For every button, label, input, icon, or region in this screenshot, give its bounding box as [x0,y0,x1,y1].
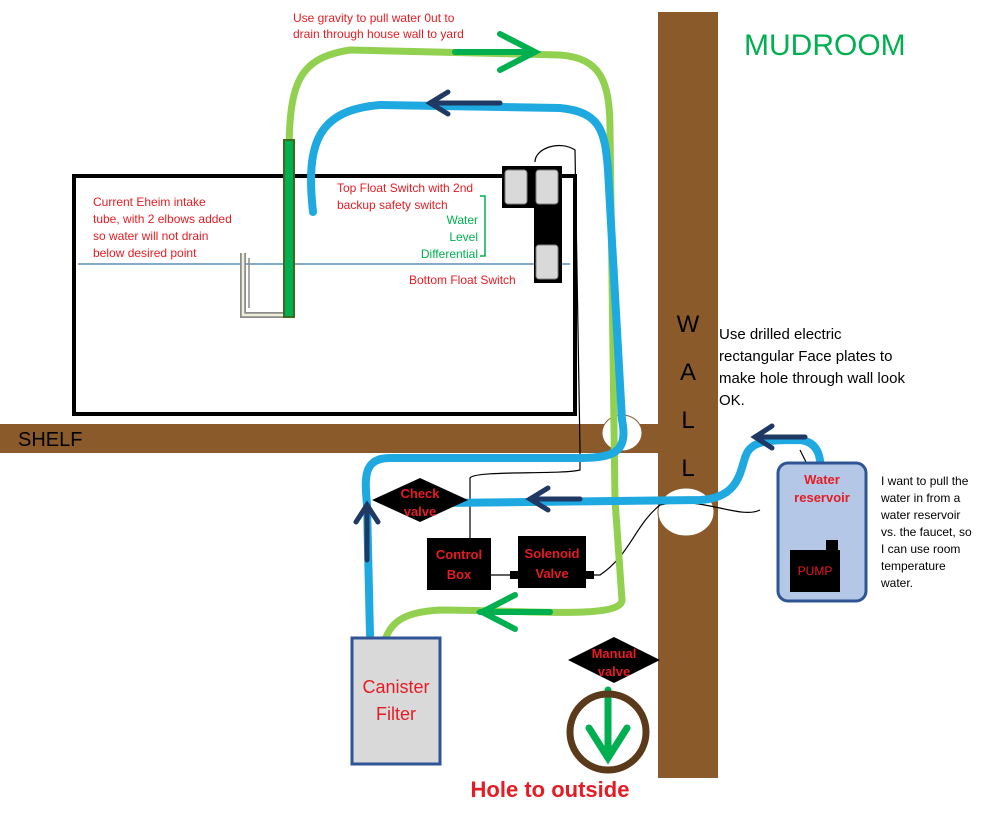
gravity-note-line-2: drain through house wall to yard [293,27,464,41]
control-box-label-1: Control [436,547,482,562]
control-box-label-2: Box [447,567,472,582]
reservoir-note-line-2: water in from a [880,491,961,505]
pump-label: PUMP [798,564,833,578]
reservoir-label-1: Water [804,472,840,487]
shelf [0,424,660,453]
arrow-gravity-drain [452,31,542,73]
manual-valve-label-2: valve [598,664,631,679]
eheim-intake-tube [240,139,295,318]
canister-label-1: Canister [362,677,429,697]
bottom-float-note: Bottom Float Switch [409,273,516,287]
wall [658,12,718,778]
aquarium-tank [72,174,577,416]
manual-valve-label-1: Manual [592,646,637,661]
wall-letter-a: A [680,359,696,386]
arrow-check-valve [525,485,583,513]
water-level-label-3: Differential [421,247,478,261]
wall-letter-w: W [677,311,700,338]
arrow-reservoir [750,423,808,451]
arrow-up-canister [353,500,381,563]
water-reservoir: Water reservoir PUMP [776,461,868,603]
hole-to-outside-label: Hole to outside [471,777,630,802]
arrow-return-top [425,89,503,117]
reservoir-note-line-3: water reservoir [880,508,960,522]
wall-letter-l2: L [681,455,694,482]
top-float-switch-2 [535,169,559,205]
check-valve-label-1: Check [400,486,440,501]
canister-label-2: Filter [376,704,416,724]
check-valve: Check valve [372,478,468,522]
intake-note-line-2: tube, with 2 elbows added [93,212,232,226]
wall-note-line-3: make hole through wall look [719,370,905,387]
solenoid-label-2: Valve [535,566,568,581]
reservoir-label-2: reservoir [794,490,850,505]
intake-note-line-3: so water will not drain [93,229,208,243]
flow-arrows [353,31,808,765]
wall-letter-l1: L [681,407,694,434]
wall-note-line-1: Use drilled electric [719,326,842,343]
reservoir-note-line-7: water. [880,576,913,590]
top-float-note-line-2: backup safety switch [337,198,448,212]
reservoir-note-line-5: I can use room [881,542,960,556]
page-title: MUDROOM [744,29,906,62]
differential-bracket [480,195,486,257]
pump [790,550,840,592]
check-valve-label-2: valve [404,504,437,519]
intake-note-line-1: Current Eheim intake [93,195,206,209]
intake-note-line-4: below desired point [93,246,197,260]
solenoid-valve: Solenoid Valve [510,536,594,588]
reservoir-note-line-6: temperature [881,559,946,573]
water-level-label-1: Water [446,213,478,227]
reservoir-note-line-1: I want to pull the [881,474,969,488]
water-level-label-2: Level [449,230,478,244]
float-switch-assembly [502,166,562,283]
manual-valve: Manual valve [568,637,660,683]
solenoid-label-1: Solenoid [525,546,580,561]
control-box: Control Box [427,538,491,590]
reservoir-note-line-4: vs. the faucet, so [881,525,972,539]
wall-note-line-2: rectangular Face plates to [719,348,892,365]
top-float-switch-1 [504,169,528,205]
bottom-float-switch [535,244,559,280]
gravity-note-line-1: Use gravity to pull water 0ut to [293,11,455,25]
wall-note-line-4: OK. [719,392,745,409]
wall-hole [657,487,715,537]
blue-intake-tube [436,435,832,544]
arrow-canister-drain [475,592,553,632]
outside-hole-ring [566,690,650,774]
top-float-note-line-1: Top Float Switch with 2nd [337,181,473,195]
shelf-label: SHELF [18,429,82,451]
blue-return-tube [307,100,628,639]
canister-filter: Canister Filter [350,636,442,766]
arrow-hole-down [585,686,631,765]
